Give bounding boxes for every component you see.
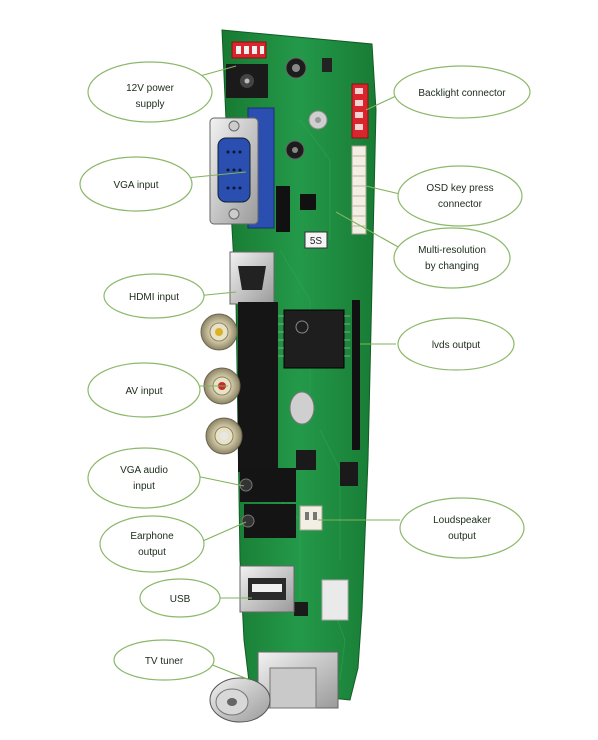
callout-power: 12V power supply	[87, 61, 213, 123]
leader-vga-audio	[195, 475, 245, 487]
callout-lvds: lvds output	[397, 317, 515, 371]
tv-tuner	[209, 651, 339, 723]
callout-hdmi-text: HDMI input	[129, 292, 179, 303]
backlight-connector-part	[351, 83, 369, 139]
callout-vga-text: VGA input	[113, 180, 158, 191]
leader-power	[199, 65, 237, 77]
callout-lvds-text: lvds output	[432, 340, 481, 351]
rca-housing	[238, 302, 278, 472]
callout-vga: VGA input	[79, 156, 193, 212]
callout-speaker: Loudspeaker output	[399, 497, 525, 559]
usb-port	[239, 565, 295, 613]
callout-vga-audio: VGA audio input	[87, 447, 201, 509]
leader-vga	[185, 171, 247, 179]
callout-backlight: Backlight connector	[393, 65, 531, 119]
callout-usb-text: USB	[170, 594, 191, 605]
power-connector	[231, 41, 267, 59]
callout-tuner: TV tuner	[113, 639, 215, 681]
rca-jacks	[200, 313, 243, 455]
leader-osd	[365, 185, 401, 195]
audio-jacks	[239, 468, 296, 538]
small-ics	[294, 450, 358, 616]
speaker-connector-part	[299, 505, 323, 531]
callout-earphone-line2: output	[138, 547, 166, 558]
leader-multires	[335, 211, 401, 249]
dc-jack	[226, 64, 268, 98]
silk-5s-text: 5S	[310, 236, 323, 247]
callout-earphone: Earphone output	[99, 515, 205, 573]
callout-multires: Multi-resolution by changing	[393, 227, 511, 289]
main-ic-chip	[278, 309, 350, 369]
callout-multires-line2: by changing	[425, 261, 479, 272]
leader-earphone	[195, 521, 247, 545]
callout-multires-line1: Multi-resolution	[418, 245, 486, 256]
callout-backlight-text: Backlight connector	[418, 88, 506, 99]
callout-power-line2: supply	[136, 99, 165, 110]
callout-speaker-line2: output	[448, 531, 476, 542]
pin-header	[276, 186, 316, 232]
callout-power-line1: 12V power	[126, 83, 174, 94]
leader-tuner	[209, 663, 251, 681]
vga-port	[209, 107, 275, 229]
callout-earphone-line1: Earphone	[130, 531, 174, 542]
callout-av: AV input	[87, 362, 201, 418]
leader-backlight	[365, 95, 397, 111]
silk-5s: 5S	[304, 231, 328, 249]
callout-speaker-line1: Loudspeaker	[433, 515, 491, 526]
callout-osd: OSD key press connector	[397, 165, 523, 227]
callout-osd-line2: connector	[438, 199, 483, 210]
callout-osd-line1: OSD key press	[426, 183, 493, 194]
leader-lines	[185, 65, 401, 681]
callout-tuner-text: TV tuner	[145, 656, 184, 667]
callout-usb: USB	[139, 578, 221, 618]
hdmi-port	[229, 251, 275, 305]
callout-av-text: AV input	[125, 386, 162, 397]
callout-vga-audio-line1: VGA audio	[120, 465, 168, 476]
callout-vga-audio-line2: input	[133, 481, 155, 492]
crystal	[289, 391, 315, 425]
capacitors	[285, 57, 332, 160]
callout-hdmi: HDMI input	[103, 273, 205, 319]
sticker	[321, 579, 349, 621]
osd-connector-part	[351, 145, 367, 235]
lvds-pins	[352, 300, 360, 450]
